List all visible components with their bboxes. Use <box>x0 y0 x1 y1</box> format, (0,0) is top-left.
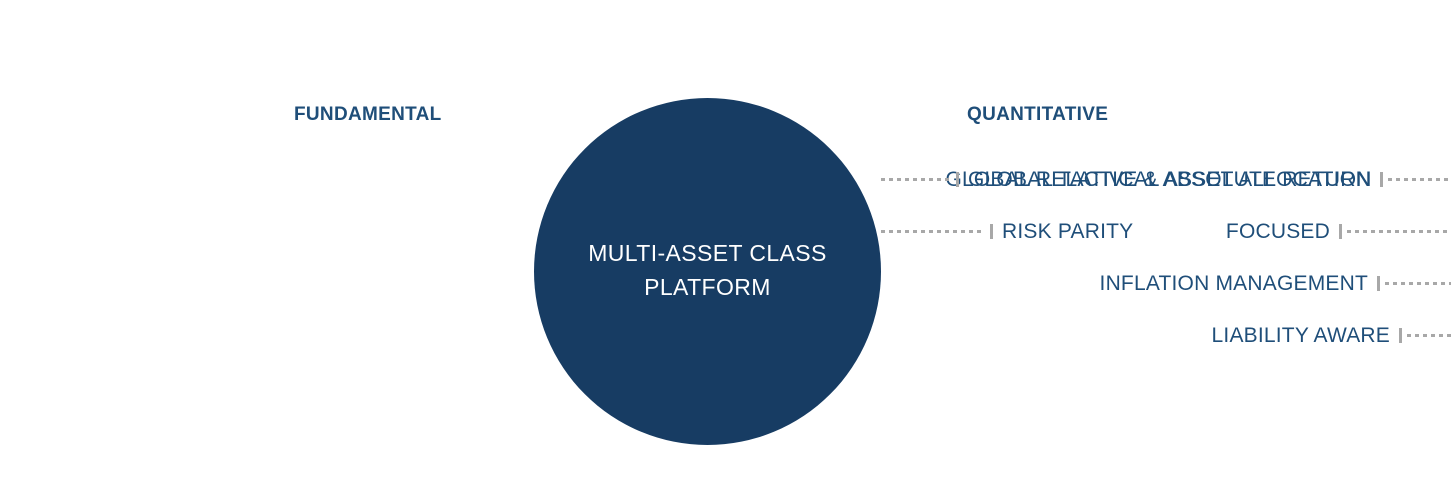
spoke-label: GLOBAL TACTICAL ASSET ALLOCATION <box>968 167 1372 191</box>
spoke-right-risk-parity: RISK PARITY <box>881 218 1451 244</box>
connector-line-icon <box>1385 281 1451 285</box>
connector-line-icon <box>1388 177 1451 181</box>
spoke-label: GLOBAL RELATIVE & ABSOLUTE RETURN <box>945 167 1371 191</box>
spoke-left-inflation-management: INFLATION MANAGEMENT <box>917 270 1451 296</box>
spoke-right-global-tactical-asset-allocation: GLOBAL TACTICAL ASSET ALLOCATION <box>881 166 1451 192</box>
column-heading-quantitative: QUANTITATIVE <box>967 104 1109 125</box>
hub-circle: MULTI-ASSET CLASS PLATFORM <box>534 98 881 445</box>
connector-tick-icon <box>956 171 959 187</box>
connector-line-icon <box>881 177 951 181</box>
spoke-left-liability-aware: LIABILITY AWARE <box>917 322 1451 348</box>
spoke-label: RISK PARITY <box>1002 219 1134 243</box>
connector-line-icon <box>881 229 985 233</box>
connector-tick-icon <box>1377 275 1380 291</box>
connector-tick-icon <box>1339 223 1342 239</box>
connector-line-icon <box>1407 333 1451 337</box>
spoke-left-focused: FOCUSED <box>917 218 1451 244</box>
connector-tick-icon <box>1380 171 1383 187</box>
spoke-label: LIABILITY AWARE <box>1211 323 1390 347</box>
spoke-label: INFLATION MANAGEMENT <box>1099 271 1368 295</box>
column-heading-fundamental: FUNDAMENTAL <box>294 104 442 125</box>
connector-tick-icon <box>1399 327 1402 343</box>
hub-label: MULTI-ASSET CLASS PLATFORM <box>588 240 827 300</box>
spoke-label: FOCUSED <box>1225 219 1330 243</box>
connector-line-icon <box>1347 229 1451 233</box>
spoke-left-global-relative-absolute-return: GLOBAL RELATIVE & ABSOLUTE RETURN <box>917 166 1451 192</box>
connector-tick-icon <box>990 223 993 239</box>
